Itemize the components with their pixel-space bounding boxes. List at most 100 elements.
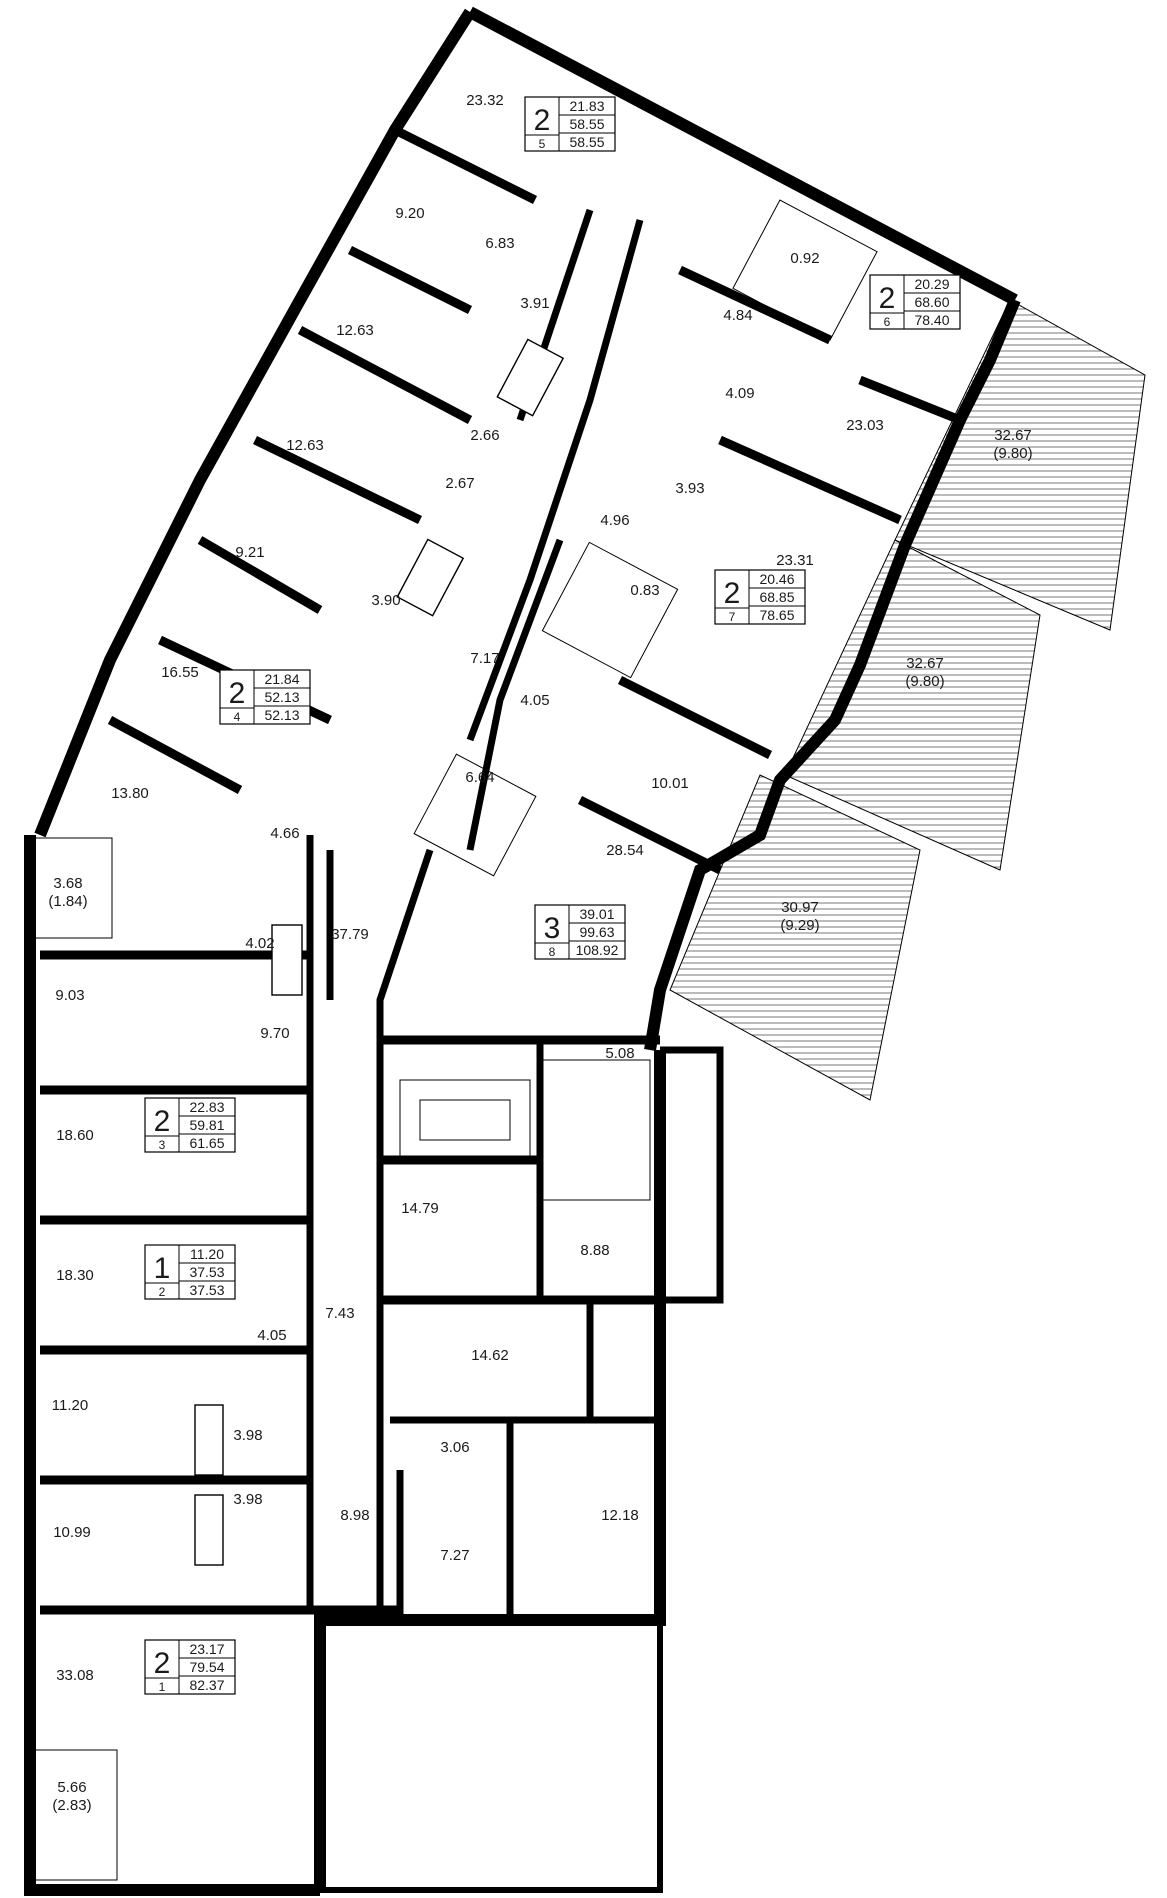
- room-area-label: 10.99: [53, 1524, 91, 1541]
- apartment-area-value: 37.53: [189, 1264, 224, 1280]
- apartment-cards: 2521.8358.5558.552620.2968.6078.402720.4…: [144, 96, 961, 1695]
- room-area-label: 11.20: [52, 1397, 88, 1414]
- room-area-label: 4.66: [270, 825, 299, 842]
- apartment-rooms-count: 1: [154, 1252, 171, 1285]
- apartment-area-value: 37.53: [189, 1282, 224, 1298]
- room-area-label: 23.03: [846, 417, 884, 434]
- terrace-area: 32.67: [994, 427, 1032, 444]
- apartment-area-value: 20.29: [914, 276, 949, 292]
- outer-walls: [24, 6, 1021, 1896]
- apartment-number: 1: [159, 1680, 166, 1694]
- room-area-label: 12.63: [336, 322, 374, 339]
- room-area-label: 9.20: [395, 205, 424, 222]
- room-area-label: 14.79: [401, 1200, 439, 1217]
- apartment-area-value: 108.92: [576, 942, 619, 958]
- room-area-label: 3.68: [53, 875, 82, 892]
- balcony-1: [31, 837, 113, 939]
- apartment-rooms-count: 2: [879, 282, 896, 315]
- apartment-area-value: 22.83: [189, 1099, 224, 1115]
- apartment-rooms-count: 3: [544, 912, 561, 945]
- room-area-label: 23.32: [466, 92, 504, 109]
- terrace-area: 32.67: [906, 655, 944, 672]
- room-area-label: 0.83: [630, 582, 659, 599]
- terrace-labels: 32.67(9.80)32.67(9.80)30.97(9.29): [780, 427, 1032, 934]
- room-area-label: 2.67: [445, 475, 474, 492]
- room-area-label: 13.80: [111, 785, 149, 802]
- interior-walls: [40, 125, 962, 1620]
- stairs: [399, 199, 878, 1201]
- room-area-labels: 23.329.206.833.9112.632.6612.632.679.213…: [48, 92, 883, 1814]
- room-area-label: 28.54: [606, 842, 644, 859]
- apartment-area-value: 52.13: [264, 689, 299, 705]
- room-area-label: 8.98: [340, 1507, 369, 1524]
- room-area-label: 10.01: [651, 775, 689, 792]
- apartment-area-value: 79.54: [189, 1659, 224, 1675]
- room-area-label: 0.92: [790, 250, 819, 267]
- apartment-area-value: 20.46: [759, 571, 794, 587]
- apartment-card-8: 38 39.01 99.63 108.92: [534, 904, 626, 960]
- room-area-label: 33.08: [56, 1667, 94, 1684]
- room-area-label: 7.43: [325, 1305, 354, 1322]
- apartment-area-value: 21.84: [264, 671, 299, 687]
- room-area-label: 7.27: [440, 1547, 469, 1564]
- room-area-label: 3.90: [371, 592, 400, 609]
- room-area-label: 3.98: [233, 1491, 262, 1508]
- terrace-area-sub: (9.80): [993, 445, 1032, 462]
- apartment-area-value: 78.65: [759, 607, 794, 623]
- terrace-area: 30.97: [781, 899, 819, 916]
- room-area-label: 16.55: [161, 664, 199, 681]
- apartment-area-value: 11.20: [190, 1246, 224, 1262]
- apartment-rooms-count: 2: [724, 577, 741, 610]
- room-area-label: 7.17: [470, 650, 499, 667]
- apartment-rooms-count: 2: [534, 104, 551, 137]
- apartment-card-7: 27 20.46 68.85 78.65: [714, 569, 806, 625]
- room-area-label: 4.09: [725, 385, 754, 402]
- room-area-label: 6.64: [465, 769, 494, 786]
- room-area-label: (2.83): [52, 1797, 91, 1814]
- apartment-area-value: 99.63: [579, 924, 614, 940]
- room-area-label: 4.05: [257, 1327, 286, 1344]
- apartment-area-value: 82.37: [189, 1677, 224, 1693]
- apartment-area-value: 59.81: [189, 1117, 224, 1133]
- apartment-area-value: 61.65: [189, 1135, 224, 1151]
- apartment-rooms-count: 2: [229, 677, 246, 710]
- terrace-area-sub: (9.80): [905, 673, 944, 690]
- apartment-area-value: 78.40: [914, 312, 949, 328]
- room-area-label: 3.06: [440, 1439, 469, 1456]
- apartment-area-value: 58.55: [569, 134, 604, 150]
- room-area-label: 37.79: [331, 926, 369, 943]
- room-area-label: 14.62: [471, 1347, 509, 1364]
- apartment-rooms-count: 2: [154, 1647, 171, 1680]
- apartment-number: 8: [549, 945, 556, 959]
- room-area-label: 23.31: [776, 552, 814, 569]
- apartment-area-value: 39.01: [579, 906, 614, 922]
- apartment-area-value: 68.85: [759, 589, 794, 605]
- apartment-number: 7: [729, 610, 736, 624]
- room-area-label: 2.66: [470, 427, 499, 444]
- apartment-rooms-count: 2: [154, 1105, 171, 1138]
- terrace-1: [894, 299, 1146, 631]
- room-area-label: 9.03: [55, 987, 84, 1004]
- apartment-number: 5: [539, 137, 546, 151]
- apartment-number: 4: [234, 710, 241, 724]
- balcony-2: [31, 1749, 118, 1881]
- room-area-label: 4.05: [520, 692, 549, 709]
- room-area-label: 5.66: [57, 1779, 86, 1796]
- apartment-card-3: 23 22.83 59.81 61.65: [144, 1097, 236, 1153]
- room-area-label: 8.88: [580, 1242, 609, 1259]
- room-area-label: 18.30: [56, 1267, 94, 1284]
- terrace-2: [784, 539, 1041, 871]
- apartment-number: 3: [159, 1138, 166, 1152]
- apartment-area-value: 58.55: [569, 116, 604, 132]
- room-area-label: 3.98: [233, 1427, 262, 1444]
- room-area-label: 4.84: [723, 307, 752, 324]
- apartment-number: 6: [884, 315, 891, 329]
- room-area-label: 5.08: [605, 1045, 634, 1062]
- apartment-area-value: 23.17: [189, 1641, 224, 1657]
- room-area-label: 6.83: [485, 235, 514, 252]
- room-area-label: 4.96: [600, 512, 629, 529]
